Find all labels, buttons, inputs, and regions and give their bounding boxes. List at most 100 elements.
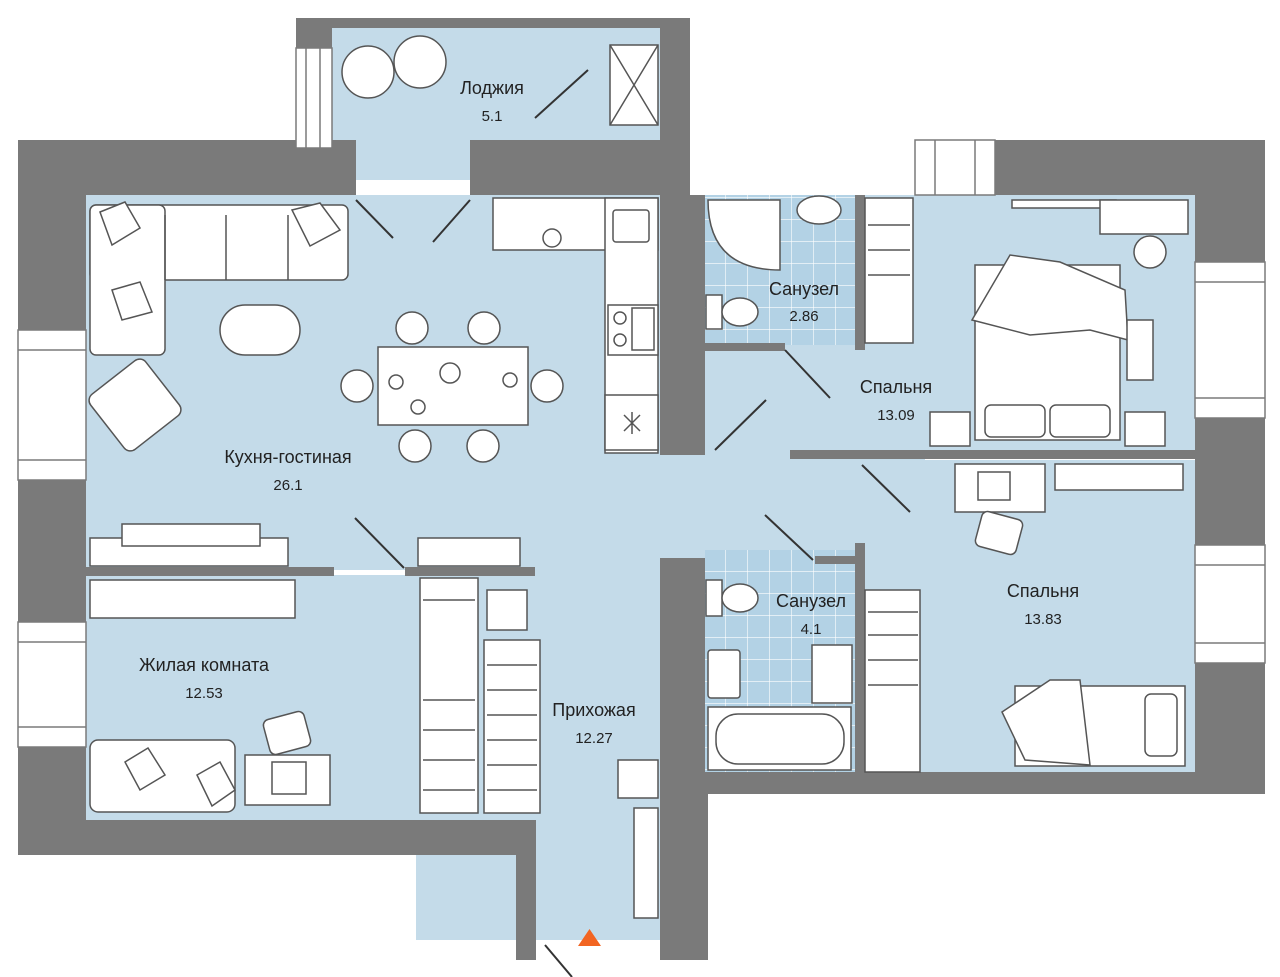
chair-icon [340, 369, 374, 403]
room-area-bath2: 4.1 [801, 621, 822, 638]
room-area-hall: 12.27 [575, 730, 613, 747]
room-label-bath2: Санузел [776, 591, 846, 611]
wall-bottom-left [18, 820, 518, 855]
wall-right [1195, 140, 1265, 790]
room-labels: Лоджия 5.1 Кухня-гостиная 26.1 Санузел 2… [139, 78, 1079, 747]
wall-top-middle [470, 140, 665, 195]
door-bath1 [784, 349, 831, 399]
plate-icon [388, 374, 404, 390]
wardrobe-icon [419, 577, 479, 814]
room-label-kitchen: Кухня-гостиная [224, 447, 351, 467]
room-area-living: 12.53 [185, 685, 223, 702]
wall-bath-bedroom [855, 195, 865, 350]
watermark: Циан [928, 811, 1063, 874]
pillow-icon [1049, 404, 1111, 438]
sink-icon [612, 209, 650, 243]
shoe-cabinet-icon [486, 589, 528, 631]
room-label-living: Жилая комната [139, 655, 270, 675]
room-label-bedroom2: Спальня [1007, 581, 1079, 601]
toilet-icon [705, 294, 723, 330]
chair-icon [530, 369, 564, 403]
window-bedroom2-right [1194, 544, 1266, 664]
wall-hall-right [660, 772, 708, 960]
laptop-icon [271, 761, 307, 795]
window-bedroom1-right [1194, 261, 1266, 419]
shelf-icon [1054, 463, 1184, 491]
office-chair-icon [974, 510, 1024, 556]
shoe-cabinet-icon [617, 759, 659, 799]
cushion-icon [124, 746, 167, 792]
tv-stand-icon [89, 579, 296, 619]
room-label-loggia: Лоджия [460, 78, 524, 98]
chair-icon [467, 311, 501, 345]
door-bath2 [764, 514, 814, 561]
window-living-left [17, 621, 87, 748]
door-loggia-left [355, 199, 394, 239]
window-loggia-left [295, 47, 333, 149]
wall-bottom-right [660, 772, 1265, 794]
chair-icon [466, 429, 500, 463]
washbasin-icon [796, 195, 842, 225]
wall-kitchen-bath [660, 195, 705, 455]
wall-bath2-right [855, 543, 865, 772]
room-area-bedroom1: 13.09 [877, 407, 915, 424]
wardrobe-icon [483, 639, 541, 814]
wall-hall-left [516, 820, 536, 960]
cushion-icon [99, 201, 142, 247]
wall-loggia-right [660, 18, 690, 195]
bench-icon [1126, 319, 1154, 381]
window-kitchen-left [17, 329, 87, 481]
wall-bath2-top [815, 556, 860, 564]
door-corridor [714, 399, 767, 451]
office-chair-icon [262, 710, 312, 756]
mirror-icon [633, 807, 659, 919]
coffee-table-icon [219, 304, 301, 356]
wall-loggia-top [296, 18, 690, 28]
stool-icon [1133, 235, 1167, 269]
wall-living-top [86, 567, 334, 576]
pillow-icon [1144, 693, 1178, 757]
room-area-loggia: 5.1 [482, 108, 503, 125]
washbasin-icon [707, 649, 741, 699]
blanket-icon [970, 254, 1129, 341]
cushion-icon [196, 760, 236, 808]
laptop-icon [977, 471, 1011, 501]
wall-bath1-bottom [705, 343, 785, 351]
blanket-icon [1001, 679, 1091, 766]
door-loggia-inner [534, 69, 589, 119]
windows [17, 47, 1266, 748]
room-area-bath1: 2.86 [789, 308, 818, 325]
room-area-kitchen: 26.1 [273, 477, 302, 494]
cushion-icon [111, 281, 154, 321]
cushion-icon [290, 202, 342, 248]
plate-icon [439, 362, 461, 384]
washing-machine-icon [811, 644, 853, 704]
room-label-hall: Прихожая [552, 700, 635, 720]
vanity-icon [1099, 199, 1189, 235]
hob-icon [542, 228, 562, 248]
shower-tray-icon [707, 199, 781, 271]
pillow-icon [984, 404, 1046, 438]
wardrobe-icon [864, 197, 914, 344]
entrance-triangle-icon [578, 929, 601, 946]
armchair-icon [341, 45, 395, 99]
window-bedroom1-top [914, 139, 996, 196]
room-area-bedroom2: 13.83 [1024, 611, 1062, 628]
toilet-icon [705, 579, 723, 617]
wall-living-top-2 [405, 567, 535, 576]
plate-icon [410, 399, 426, 415]
room-label-bath1: Санузел [769, 279, 839, 299]
plate-icon [502, 372, 518, 388]
wall-hall-bath2 [660, 558, 705, 773]
door-bedroom2 [861, 464, 911, 513]
door-entrance [544, 944, 573, 977]
door-living [354, 517, 405, 569]
room-label-bedroom1: Спальня [860, 377, 932, 397]
oven-icon [631, 307, 655, 351]
furniture [88, 35, 1189, 919]
nightstand-icon [1124, 411, 1166, 447]
round-table-icon [393, 35, 447, 89]
door-loggia-right [432, 199, 471, 243]
tv-icon [121, 523, 261, 547]
